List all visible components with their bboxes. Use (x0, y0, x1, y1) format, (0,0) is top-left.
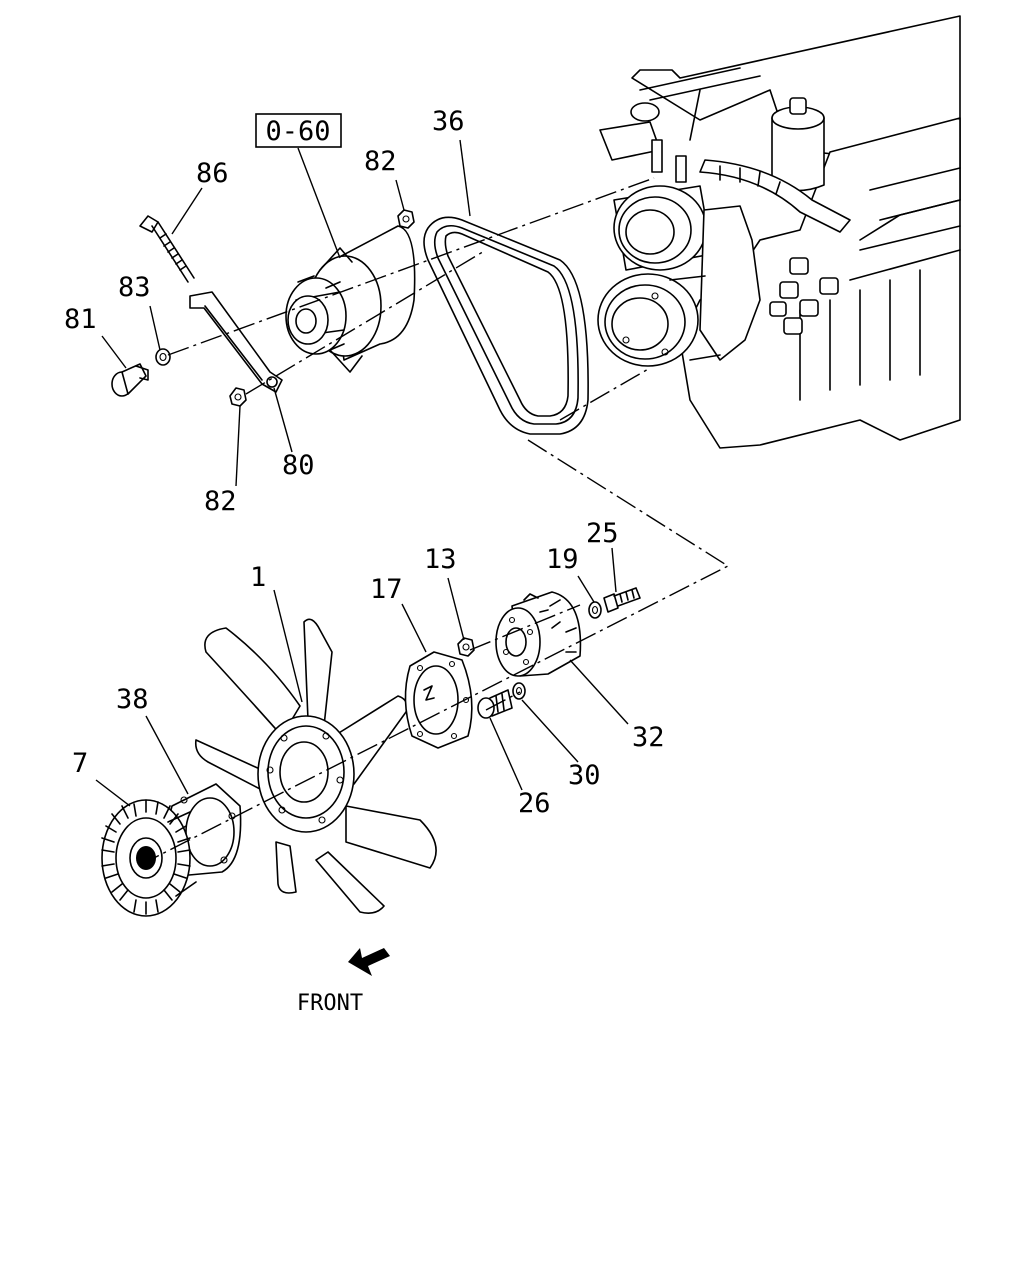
bolt-86 (139, 215, 195, 283)
center-lines (149, 177, 730, 861)
fan-pulley (495, 591, 582, 677)
reference-label: 0-60 (265, 116, 330, 147)
callout-1: 1 (250, 562, 266, 593)
callout-82-top: 82 (364, 146, 397, 177)
washer-83 (155, 348, 171, 366)
callout-19: 19 (546, 544, 579, 575)
callout-81: 81 (64, 304, 97, 335)
gasket-17 (404, 651, 473, 749)
callout-17: 17 (370, 574, 403, 605)
callout-82-bottom: 82 (204, 486, 237, 517)
alternator (285, 225, 416, 373)
reference-box: 0-60 (255, 113, 342, 148)
front-label: FRONT (297, 991, 363, 1016)
bolt-81 (111, 363, 149, 397)
callout-86: 86 (196, 158, 229, 189)
callout-32: 32 (632, 722, 665, 753)
nut-82-top (397, 209, 415, 229)
callout-26: 26 (518, 788, 551, 819)
engine-block (597, 15, 961, 449)
callout-83: 83 (118, 272, 151, 303)
callout-30: 30 (568, 760, 601, 791)
bolt-25 (603, 587, 641, 613)
callout-80: 80 (282, 450, 315, 481)
front-arrow-icon (348, 948, 390, 976)
callout-7: 7 (72, 748, 88, 779)
bolt-26 (477, 689, 513, 719)
front-indicator: FRONT (297, 948, 390, 1016)
callout-38: 38 (116, 684, 149, 715)
nut-13 (457, 637, 475, 657)
fan-clutch (101, 799, 197, 917)
cooling-fan (194, 618, 437, 914)
callout-36: 36 (432, 106, 465, 137)
v-belt (423, 216, 589, 435)
washer-30 (512, 682, 526, 700)
callout-25: 25 (586, 518, 619, 549)
washer-19 (588, 601, 602, 619)
callout-13: 13 (424, 544, 457, 575)
nut-82-bottom (229, 387, 247, 407)
leader-lines (95, 139, 629, 807)
